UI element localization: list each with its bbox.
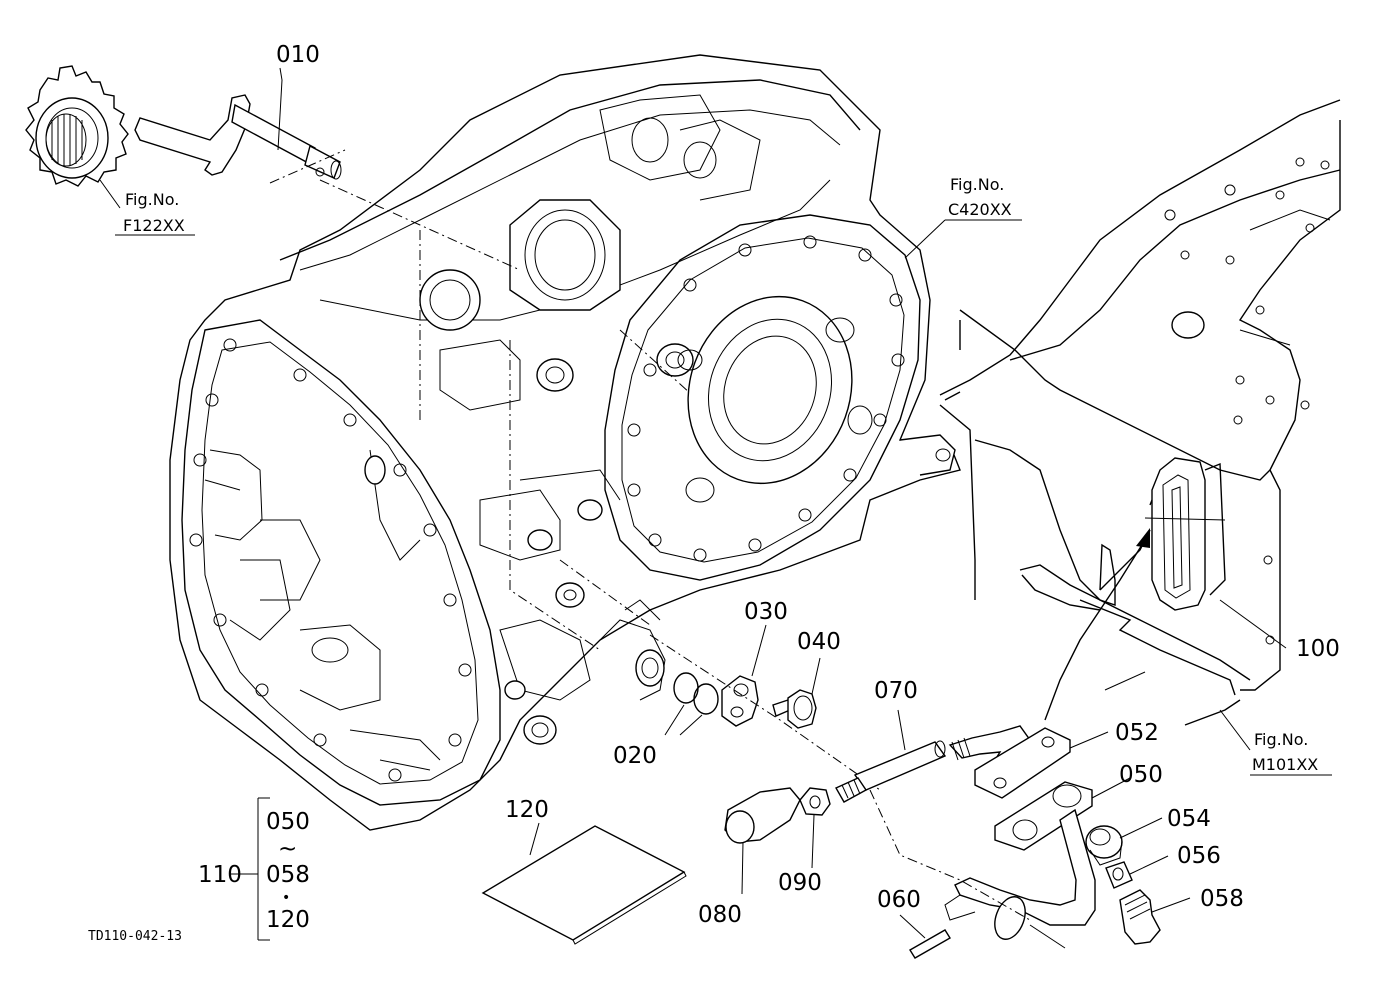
small-parts-drawing <box>481 634 1161 959</box>
part-label-100: 100 <box>1296 636 1340 662</box>
gear-drawing <box>25 65 129 187</box>
part-labels: 010 020 030 040 050 052 054 056 058 060 … <box>88 42 1340 944</box>
shaft-010-drawing <box>134 94 346 184</box>
part-label-040: 040 <box>797 629 841 655</box>
fig-ref-label-3: Fig.No. <box>1254 730 1308 749</box>
part-label-058: 058 <box>1200 886 1244 912</box>
part-label-054: 054 <box>1167 806 1211 832</box>
kit-extra-part: 120 <box>266 907 310 933</box>
part-label-052: 052 <box>1115 720 1159 746</box>
leader-lines <box>99 67 1332 941</box>
frame-drawing <box>939 99 1341 726</box>
fig-ref-label-1: Fig.No. <box>125 190 179 209</box>
rear-flange-drawing <box>604 214 956 581</box>
part-label-020: 020 <box>613 743 657 769</box>
part-label-050: 050 <box>1119 762 1163 788</box>
part-label-090: 090 <box>778 870 822 896</box>
kit-plus-separator: • <box>282 890 290 906</box>
diagram-code: TD110-042-13 <box>88 929 182 944</box>
part-label-060: 060 <box>877 887 921 913</box>
part-label-030: 030 <box>744 599 788 625</box>
part-label-080: 080 <box>698 902 742 928</box>
part-label-010: 010 <box>276 42 320 68</box>
kit-range-separator: ~ <box>278 836 297 862</box>
part-label-070: 070 <box>874 678 918 704</box>
fig-ref-code-3: M101XX <box>1252 755 1318 774</box>
fig-ref-code-2: C420XX <box>948 200 1012 219</box>
kit-number: 110 <box>198 862 242 888</box>
part-label-120: 120 <box>505 797 549 823</box>
part-label-056: 056 <box>1177 843 1221 869</box>
fig-ref-label-2: Fig.No. <box>950 175 1004 194</box>
kit-range-end: 058 <box>266 862 310 888</box>
kit-range-start: 050 <box>266 809 310 835</box>
fig-ref-code-1: F122XX <box>123 216 185 235</box>
transmission-case-drawing <box>169 54 961 831</box>
